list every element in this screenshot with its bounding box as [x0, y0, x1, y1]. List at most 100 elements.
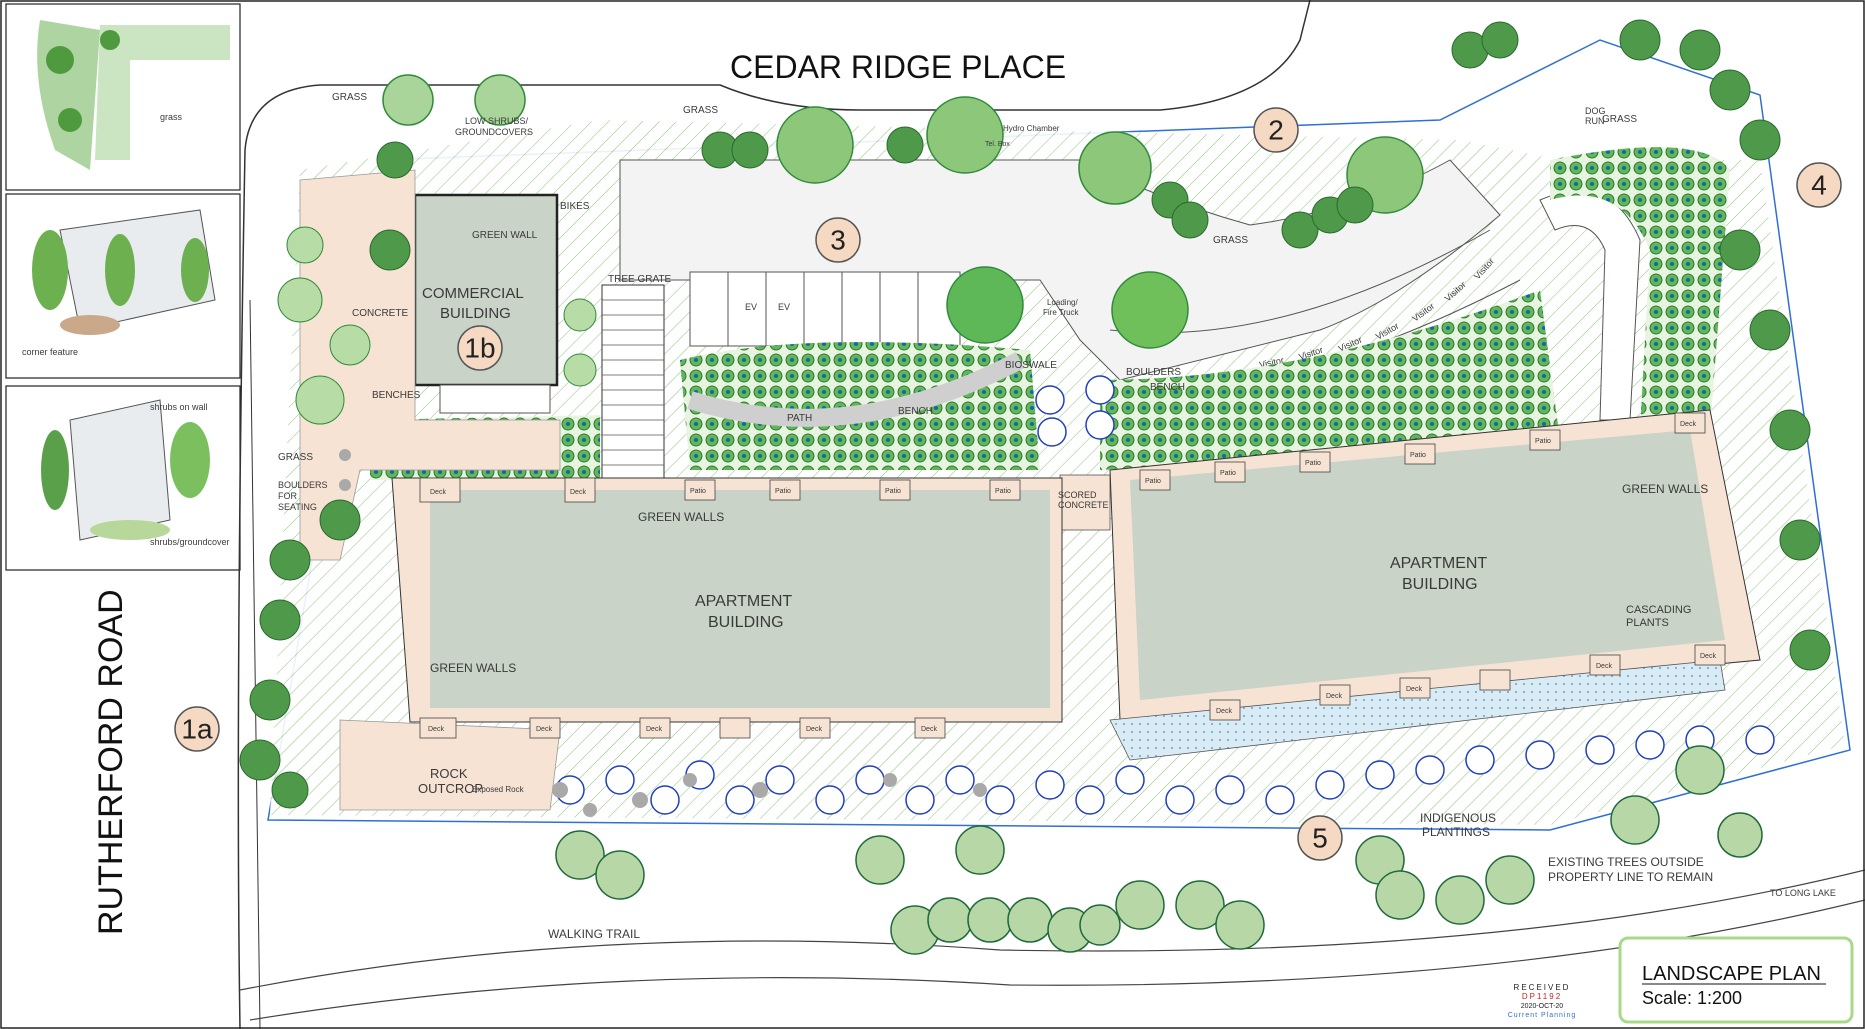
area-label-1b: 1b — [464, 333, 495, 364]
svg-text:Deck: Deck — [806, 726, 822, 733]
dog-run-label-1: DOG — [1585, 106, 1606, 116]
svg-text:Deck: Deck — [570, 489, 586, 496]
svg-text:Patio: Patio — [1220, 470, 1236, 477]
existing-trees-label-1: EXISTING TREES OUTSIDE — [1548, 855, 1704, 869]
indigenous-label-2: PLANTINGS — [1422, 825, 1490, 839]
indigenous-label-1: INDIGENOUS — [1420, 811, 1496, 825]
apartment-east-label-1: APARTMENT — [1390, 555, 1487, 572]
bikes-label: BIKES — [560, 201, 590, 212]
apartment-building-west — [430, 490, 1050, 708]
concrete-label: CONCRETE — [352, 308, 408, 319]
ramp-lines — [602, 299, 664, 466]
boulders-seating-3: SEATING — [278, 502, 317, 512]
svg-text:Patio: Patio — [1305, 460, 1321, 467]
area-label-3: 3 — [830, 225, 846, 256]
svg-text:Patio: Patio — [995, 488, 1011, 495]
svg-text:Deck: Deck — [1406, 686, 1422, 693]
existing-trees-label-2: PROPERTY LINE TO REMAIN — [1548, 870, 1713, 884]
stamp-date: 2020-OCT-20 — [1521, 1003, 1564, 1010]
sketch-panel-3: shrubs on wall shrubs/groundcover — [5, 385, 241, 571]
svg-text:Patio: Patio — [1535, 438, 1551, 445]
rutherford-road-label: RUTHERFORD ROAD — [92, 589, 130, 935]
svg-text:Deck: Deck — [1680, 421, 1696, 428]
walking-trail-edge — [239, 869, 1865, 991]
title-block-title: LANDSCAPE PLAN — [1642, 963, 1821, 985]
cedar-ridge-place-label: CEDAR RIDGE PLACE — [730, 49, 1066, 85]
svg-text:Deck: Deck — [921, 726, 937, 733]
path-label: PATH — [787, 413, 812, 424]
grass-label-2: GRASS — [683, 105, 718, 116]
sketch-panel-2: corner feature — [5, 193, 241, 379]
svg-text:Patio: Patio — [885, 488, 901, 495]
cascading-label-1: CASCADING — [1626, 604, 1691, 616]
ev-stall-2: EV — [778, 302, 790, 312]
area-label-1a: 1a — [181, 714, 213, 745]
stamp-dp: DP1192 — [1522, 992, 1562, 1001]
title-block — [1618, 936, 1854, 1024]
loading-label-2: Fire Truck — [1043, 308, 1080, 317]
boulders-label: BOULDERS — [1126, 367, 1181, 378]
apartment-building-east — [1130, 430, 1725, 700]
deck-labels: Deck Deck Deck Deck Deck Deck Deck Deck … — [428, 421, 1716, 733]
green-wall-label: GREEN WALL — [472, 230, 538, 241]
title-block-scale: Scale: 1:200 — [1642, 988, 1742, 1008]
apartment-west-label-2: BUILDING — [708, 614, 784, 631]
tel-box-label: Tel. Box — [985, 141, 1010, 148]
tree-grate-ramp — [601, 284, 665, 481]
grass-label-1: GRASS — [332, 92, 367, 103]
grass-trees-west — [277, 226, 597, 425]
svg-text:Patio: Patio — [1145, 478, 1161, 485]
area-label-2: 2 — [1268, 115, 1284, 146]
rock-outcrop-label-2: OUTCROP — [418, 781, 483, 796]
stamp-dept: Current Planning — [1508, 1012, 1577, 1019]
indigenous-shrubs — [555, 375, 1775, 815]
tree-grate-label: TREE GRATE — [608, 274, 671, 285]
sketch-note-shrubs: shrubs/groundcover — [150, 537, 230, 547]
scored-concrete-pad — [1059, 474, 1111, 531]
street-trees-north — [382, 74, 1424, 349]
sketch-note-corner: corner feature — [22, 347, 78, 357]
stamp-received: RECEIVED — [1514, 983, 1571, 992]
hydro-chamber-label: Hydro Chamber — [1003, 124, 1060, 133]
sketch-note-grass: grass — [160, 112, 183, 122]
rock-outcrop-label-1: ROCK — [430, 766, 468, 781]
patios — [684, 429, 1561, 501]
green-walls-label-1: GREEN WALLS — [638, 510, 724, 524]
dark-trees — [239, 19, 1831, 809]
ev-stall-1: EV — [745, 302, 757, 312]
bench-label-1: BENCH — [898, 406, 933, 417]
grass-label-5: GRASS — [278, 452, 313, 463]
dotted-strip — [1109, 659, 1726, 761]
benches-label: BENCHES — [372, 390, 421, 401]
svg-text:Deck: Deck — [1326, 693, 1342, 700]
bioswale-label: BIOSWALE — [1005, 360, 1057, 371]
exposed-rock-label: Exposed Rock — [472, 785, 525, 794]
svg-text:Deck: Deck — [1216, 708, 1232, 715]
sketch-panel-1: grass — [5, 3, 241, 191]
commercial-label-2: BUILDING — [440, 305, 511, 322]
svg-text:Patio: Patio — [690, 488, 706, 495]
svg-text:Deck: Deck — [430, 489, 446, 496]
walking-trail-label: WALKING TRAIL — [548, 927, 640, 941]
svg-text:Deck: Deck — [428, 726, 444, 733]
decks — [419, 412, 1726, 739]
svg-text:Deck: Deck — [646, 726, 662, 733]
patio-labels: Patio Patio Patio Patio Patio Patio Pati… — [690, 438, 1551, 495]
bench-label-2: BENCH — [1150, 382, 1185, 393]
svg-text:Patio: Patio — [1410, 452, 1426, 459]
parking-stalls — [689, 271, 961, 347]
area-label-5: 5 — [1312, 823, 1328, 854]
low-shrubs-label-1: LOW SHRUBS/ — [465, 116, 529, 126]
boulders-seating-1: BOULDERS — [278, 480, 328, 490]
apartment-east-label-2: BUILDING — [1402, 576, 1478, 593]
scored-label-1: SCORED — [1058, 490, 1097, 500]
green-walls-label-2: GREEN WALLS — [430, 661, 516, 675]
svg-text:Deck: Deck — [536, 726, 552, 733]
garden-path — [687, 352, 1025, 427]
road-edge-inner — [249, 299, 261, 1029]
commercial-label-1: COMMERCIAL — [422, 285, 524, 302]
commercial-steps — [439, 384, 551, 414]
sketch-note-wall: shrubs on wall — [150, 402, 208, 412]
